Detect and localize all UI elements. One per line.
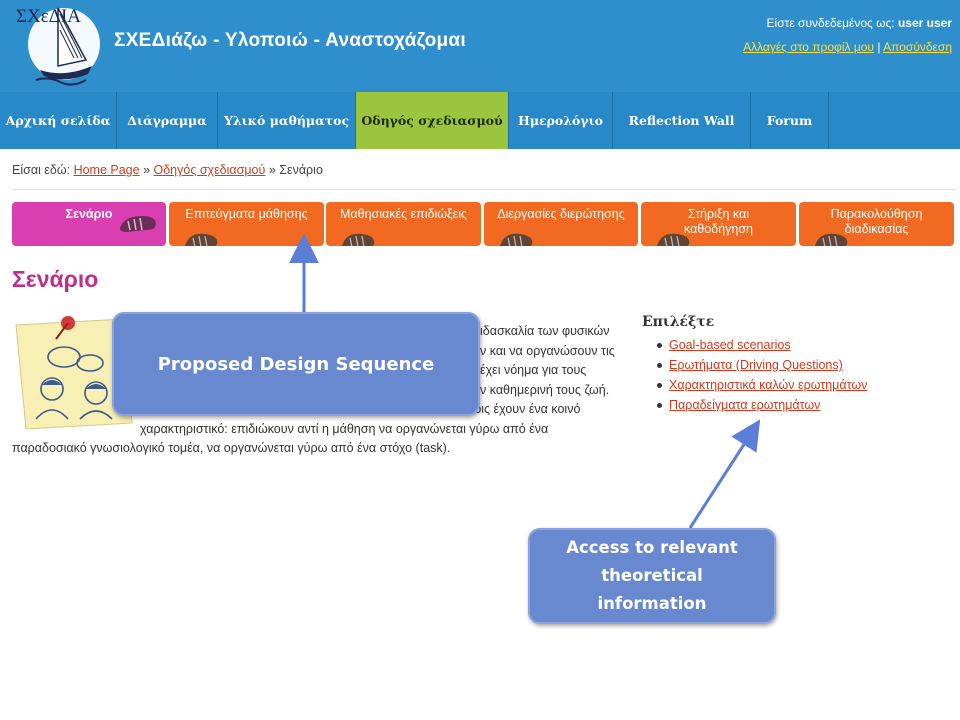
body-line: ν και να οργανώσουν τις	[480, 343, 615, 358]
breadcrumb: Είσαι εδώ: Home Page » Οδηγός σχεδιασμού…	[12, 163, 323, 177]
callout-text: Access to relevant theoretical informati…	[566, 534, 738, 618]
list-item: Ερωτήματα (Driving Questions)	[657, 355, 867, 375]
step-tab-inquiry-processes[interactable]: Διεργασίες διερώτησης	[484, 202, 638, 246]
logout-link[interactable]: Αποσύνδεση	[883, 40, 952, 54]
goal-based-scenarios-link[interactable]: Goal-based scenarios	[669, 338, 791, 352]
logged-in-prefix: Είστε συνδεδεμένος ως:	[766, 16, 895, 30]
nav-item-forum[interactable]: Forum	[751, 92, 829, 149]
step-label: Διεργασίες διερώτησης	[497, 207, 625, 221]
good-questions-features-link[interactable]: Χαρακτηριστικά καλών ερωτημάτων	[669, 378, 868, 392]
body-line: έχει νόημα για τους	[480, 363, 587, 377]
sticky-note-illustration	[15, 316, 133, 430]
divider	[12, 189, 956, 190]
breadcrumb-home-link[interactable]: Home Page	[73, 163, 140, 177]
choose-list: Goal-based scenarios Ερωτήματα (Driving …	[657, 335, 867, 415]
list-item: Goal-based scenarios	[657, 335, 867, 355]
footprint-icon	[120, 216, 156, 232]
arrow-to-links	[688, 419, 761, 529]
list-item: Παραδείγματα ερωτημάτων	[657, 395, 867, 415]
link-separator: |	[877, 40, 881, 54]
choose-heading: Επιλέξτε	[642, 314, 715, 330]
user-links: Αλλαγές στο προφίλ μου | Αποσύνδεση	[743, 40, 952, 54]
nav-item-label: Αρχική σελίδα	[5, 113, 111, 128]
logged-in-status: Είστε συνδεδεμένος ως: user user	[767, 16, 952, 30]
footprint-icon	[815, 233, 848, 246]
step-label: Στήριξη και	[687, 207, 750, 221]
step-label: Παρακολούθηση	[830, 207, 923, 221]
step-label: καθοδήγηση	[683, 222, 753, 236]
breadcrumb-prefix: Είσαι εδώ:	[12, 163, 71, 177]
body-line: παραδοσιακό γνωσιολογικό τομέα, να οργαν…	[12, 441, 451, 455]
callout-line: theoretical	[601, 566, 703, 585]
body-line: ν καθημερινή τους ζωή.	[480, 382, 610, 397]
step-label: Μαθησιακές επιδιώξεις	[339, 207, 468, 221]
driving-questions-link[interactable]: Ερωτήματα (Driving Questions)	[669, 358, 843, 372]
profile-link[interactable]: Αλλαγές στο προφίλ μου	[743, 40, 874, 54]
nav-item-calendar[interactable]: Ημερολόγιο	[509, 92, 613, 149]
nav-item-label: Ημερολόγιο	[518, 113, 603, 128]
footprint-icon	[185, 233, 218, 246]
nav-item-label: Διάγραμμα	[127, 113, 207, 128]
step-label: Επιτεύγματα μάθησης	[185, 207, 308, 221]
nav-item-home[interactable]: Αρχική σελίδα	[0, 92, 117, 149]
nav-item-reflection-wall[interactable]: Reflection Wall	[613, 92, 751, 149]
callout-line: information	[597, 594, 707, 613]
step-tab-process-monitoring[interactable]: Παρακολούθηση διαδικασίας	[799, 202, 954, 246]
nav-item-label: Οδηγός σχεδιασμού	[361, 113, 503, 128]
breadcrumb-guide-link[interactable]: Οδηγός σχεδιασμού	[153, 163, 266, 177]
callout-theory-access: Access to relevant theoretical informati…	[528, 528, 776, 624]
footprint-icon	[342, 233, 375, 246]
nav-item-label: Forum	[766, 113, 813, 128]
callout-design-sequence: Proposed Design Sequence	[112, 312, 480, 416]
nav-item-diagram[interactable]: Διάγραμμα	[117, 92, 218, 149]
nav-item-course-material[interactable]: Υλικό μαθήματος	[218, 92, 356, 149]
nav-item-label: Υλικό μαθήματος	[223, 113, 350, 128]
step-tab-scenario[interactable]: Σενάριο	[12, 202, 166, 246]
body-line: χαρακτηριστικό: επιδιώκουν αντί η μάθηση…	[140, 421, 549, 436]
logo-text: ΣΧεΔΙΑ	[16, 6, 82, 27]
step-tab-learning-goals[interactable]: Μαθησιακές επιδιώξεις	[326, 202, 481, 246]
callout-line: Access to relevant	[566, 538, 738, 557]
step-label: Σενάριο	[65, 207, 113, 221]
callout-text: Proposed Design Sequence	[157, 353, 435, 375]
footprint-icon	[657, 233, 690, 246]
list-item: Χαρακτηριστικά καλών ερωτημάτων	[657, 375, 867, 395]
page-title: Σενάριο	[12, 266, 99, 292]
nav-item-label: Reflection Wall	[628, 113, 735, 128]
logged-in-user: user user	[897, 16, 952, 30]
footprint-icon	[500, 233, 533, 246]
nav-item-design-guide[interactable]: Οδηγός σχεδιασμού	[356, 92, 509, 149]
main-nav: Αρχική σελίδα Διάγραμμα Υλικό μαθήματος …	[0, 92, 960, 149]
breadcrumb-separator: »	[268, 163, 276, 177]
site-header: ΣΧεΔΙΑ ΣΧΕΔιάζω - Υλοποιώ - Αναστοχάζομα…	[0, 0, 960, 92]
question-examples-link[interactable]: Παραδείγματα ερωτημάτων	[669, 398, 821, 412]
breadcrumb-separator: »	[143, 163, 151, 177]
step-tab-support-guidance[interactable]: Στήριξη και καθοδήγηση	[641, 202, 796, 246]
step-tab-learning-outcomes[interactable]: Επιτεύγματα μάθησης	[169, 202, 324, 246]
step-label: διαδικασίας	[844, 222, 909, 236]
breadcrumb-current: Σενάριο	[279, 163, 323, 177]
site-title: ΣΧΕΔιάζω - Υλοποιώ - Αναστοχάζομαι	[114, 30, 466, 51]
logo-icon[interactable]	[14, 0, 102, 92]
body-line: ιδασκαλία των φυσικών	[480, 324, 610, 338]
